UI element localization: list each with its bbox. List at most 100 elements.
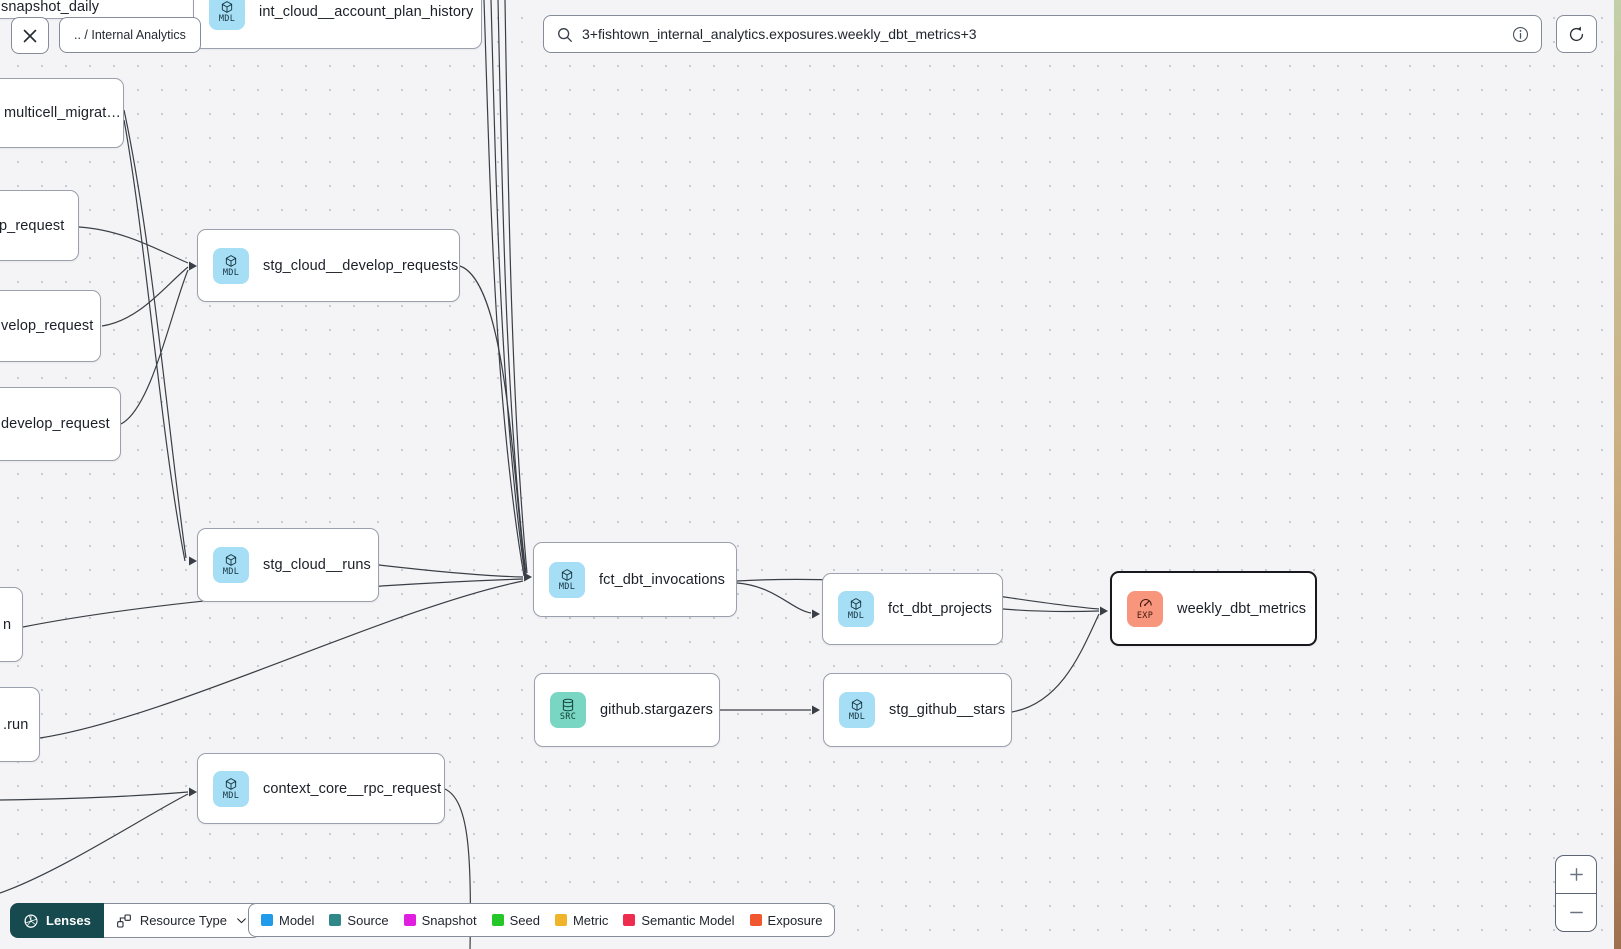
node-stg_github__stars[interactable]: MDL stg_github__stars (823, 673, 1012, 747)
node-label: stg_cloud__runs (263, 557, 371, 573)
node-label: stg_github__stars (889, 702, 1006, 718)
search-input[interactable] (544, 16, 1541, 52)
zoom-out-button[interactable] (1556, 894, 1596, 931)
node-label: fct_dbt_invocations (599, 571, 726, 588)
exp-badge: EXP (1127, 590, 1163, 627)
breadcrumb[interactable]: .. / Internal Analytics (59, 17, 201, 53)
node-stg_cloud__develop_requests[interactable]: MDL stg_cloud__develop_requests (197, 229, 460, 302)
sitemap-icon (116, 913, 131, 928)
chevron-down-icon (237, 918, 246, 924)
legend-label: Model (279, 912, 315, 928)
node-develop_request[interactable]: MDLdevelop_request (0, 387, 121, 461)
legend-item-exposure: Exposure (749, 912, 823, 928)
zoom-in-button[interactable] (1556, 856, 1596, 894)
legend-label: Seed (509, 912, 540, 928)
node-p_request[interactable]: MDLp_request (0, 190, 79, 261)
breadcrumb-label: .. / Internal Analytics (74, 28, 186, 42)
lens-icon (24, 913, 38, 928)
badge-type-label: SRC (559, 712, 577, 722)
lineage-edge (459, 265, 526, 573)
legend-swatch (261, 914, 273, 926)
legend-label: Snapshot (421, 912, 477, 928)
gauge-icon (1139, 599, 1152, 608)
mdl-badge: MDL (213, 770, 249, 807)
node-context_core__rpc_request[interactable]: MDL context_core__rpc_request (197, 753, 445, 824)
edge-arrowhead (1100, 606, 1108, 616)
badge-type-label: MDL (218, 13, 236, 24)
mdl-badge: MDL (213, 247, 249, 284)
lenses-toolbar: Lenses Resource Type (10, 903, 262, 938)
x-icon (23, 29, 37, 42)
node-n_partial[interactable]: MDLn (0, 587, 23, 662)
badge-type-label: MDL (222, 267, 240, 278)
lineage-edge (39, 580, 524, 739)
refresh-icon (1569, 25, 1584, 41)
database-icon (562, 698, 574, 712)
lineage-edge (120, 269, 189, 425)
edge-arrowhead (189, 787, 197, 797)
desktop-edge-strip (1614, 0, 1621, 949)
legend-swatch (554, 914, 567, 926)
lenses-button[interactable]: Lenses (10, 903, 104, 938)
lineage-edge (497, 0, 527, 575)
lineage-edge (504, 0, 528, 574)
edge-arrowhead (189, 556, 197, 566)
search-bar (543, 15, 1542, 53)
node-stg_cloud__runs[interactable]: MDL stg_cloud__runs (197, 528, 379, 602)
legend-item-snapshot: Snapshot (403, 912, 477, 928)
node-label: .run (3, 716, 29, 733)
cube-icon (225, 554, 237, 566)
node-label: velop_request (1, 318, 94, 334)
node-github.stargazers[interactable]: SRC github.stargazers (534, 673, 720, 747)
legend-swatch (403, 914, 416, 926)
resource-type-label: Resource Type (139, 913, 228, 928)
badge-type-label: EXP (1136, 611, 1154, 621)
node-multicell_migrat[interactable]: MDLmulticell_migrat… (0, 78, 124, 148)
node-label: develop_request (1, 416, 110, 432)
node-label: github.stargazers (600, 702, 713, 718)
legend-item-metric: Metric (554, 913, 608, 928)
zoom-controls (1555, 855, 1597, 932)
resource-type-legend: Model Source Snapshot Seed Metric Semantic Mo… (248, 903, 836, 937)
lineage-edge (123, 109, 187, 559)
lineage-edge (123, 119, 186, 562)
legend-item-model: Model (261, 913, 314, 928)
badge-type-label: MDL (848, 712, 866, 722)
resource-type-button[interactable]: Resource Type (103, 903, 262, 938)
legend-item-semantic-model: Semantic Model (623, 913, 735, 928)
lineage-edge (736, 582, 812, 614)
mdl-badge: MDL (209, 0, 245, 30)
legend-item-source: Source (329, 913, 389, 928)
mdl-badge: MDL (213, 547, 249, 583)
legend-label: Exposure (767, 912, 823, 928)
lineage-edge (490, 0, 526, 576)
src-badge: SRC (550, 692, 586, 728)
lenses-label: Lenses (46, 913, 91, 928)
node-label: multicell_migrat… (4, 105, 121, 121)
legend-swatch (329, 914, 342, 926)
lineage-edge (378, 564, 524, 578)
cube-icon (225, 777, 237, 790)
cube-icon (225, 254, 237, 267)
close-button[interactable] (11, 17, 49, 54)
info-icon[interactable] (1512, 26, 1529, 43)
node-fct_dbt_invocations[interactable]: MDL fct_dbt_invocations (533, 542, 737, 617)
node-label: stg_cloud__develop_requests (263, 257, 459, 274)
mdl-badge: MDL (838, 591, 874, 627)
legend-item-seed: Seed (491, 912, 540, 928)
node-label: n (3, 616, 12, 633)
lineage-edge (78, 226, 189, 264)
cube-icon (561, 568, 573, 581)
lineage-edge (1011, 613, 1100, 713)
refresh-button[interactable] (1556, 15, 1597, 53)
edge-arrowhead (812, 705, 820, 715)
node-velop_request[interactable]: MDLvelop_request (0, 290, 101, 362)
node-label: context_core__rpc_request (263, 780, 442, 797)
badge-type-label: MDL (558, 581, 576, 592)
node-run_partial[interactable]: MDL.run (0, 687, 40, 762)
mdl-badge: MDL (839, 692, 875, 728)
